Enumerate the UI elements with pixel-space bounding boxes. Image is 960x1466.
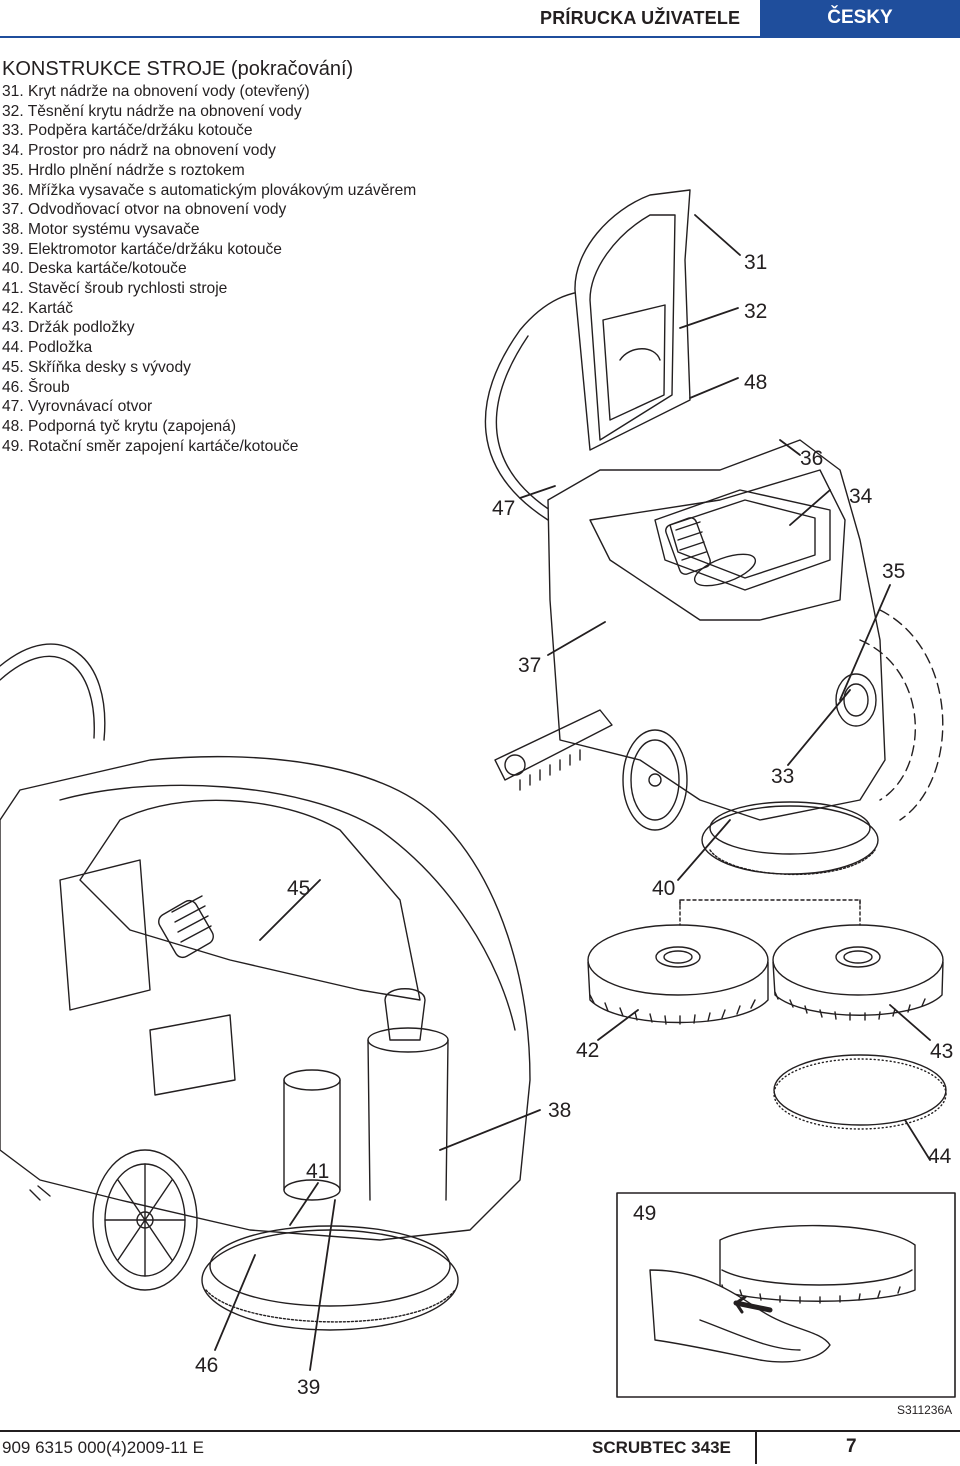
callout-31: 31 [744,251,767,274]
callout-33: 33 [771,765,794,788]
callout-37: 37 [518,654,541,677]
inset-49-drawing [616,1192,956,1398]
footer-rule [0,1430,960,1466]
footer-doc-number: 909 6315 000(4)2009-11 E [2,1438,204,1457]
callout-45: 45 [287,877,310,900]
parts-list-item: 42. Kartáč [2,299,74,317]
callout-48: 48 [744,371,767,394]
parts-list-item: 47. Vyrovnávací otvor [2,398,153,416]
parts-list-item: 49. Rotační směr zapojení kartáče/kotouč… [2,437,299,455]
callout-39: 39 [297,1376,320,1399]
parts-list-item: 38. Motor systému vysavače [2,220,200,238]
callout-46: 46 [195,1354,218,1377]
parts-list: 31. Kryt nádrže na obnovení vody (otevře… [2,82,416,456]
parts-list-item: 46. Šroub [2,378,70,396]
callout-44: 44 [928,1145,952,1168]
parts-list-item: 39. Elektromotor kartáče/držáku kotouče [2,240,282,258]
language-badge: ČESKY [760,0,960,36]
parts-list-item: 31. Kryt nádrže na obnovení vody (otevře… [2,83,310,100]
parts-list-item: 44. Podložka [2,339,93,357]
callout-34: 34 [849,485,873,508]
parts-list-item: 45. Skříňka desky s vývody [2,358,191,376]
parts-list-item: 35. Hrdlo plnění nádrže s roztokem [2,161,245,179]
parts-list-item: 48. Podporná tyč krytu (zapojená) [2,417,237,435]
upper-machine-drawing [480,189,944,876]
callout-41: 41 [306,1160,329,1183]
parts-list-item: 32. Těsnění krytu nádrže na obnovení vod… [2,102,302,120]
parts-list-item: 33. Podpěra kartáče/držáku kotouče [2,122,253,140]
parts-list-item: 34. Prostor pro nádrž na obnovení vody [2,142,276,160]
lower-machine-drawing [0,643,531,1331]
callouts: 31 32 48 36 34 47 35 37 33 45 40 42 43 3… [195,251,953,1399]
callout-35: 35 [882,560,905,583]
page-number: 7 [846,1436,857,1457]
section-title: KONSTRUKCE STROJE (pokračování) [2,58,354,80]
callout-49: 49 [633,1202,656,1225]
header-title: PRÍRUCKA UŽIVATELE [540,8,741,28]
leader-lines [214,214,931,1371]
callout-36: 36 [800,447,823,470]
callout-43: 43 [930,1040,953,1063]
callout-40: 40 [652,877,675,900]
parts-list-item: 37. Odvodňovací otvor na obnovení vody [2,201,287,219]
callout-32: 32 [744,300,767,323]
header-rule [0,36,960,38]
parts-list-item: 40. Deska kartáče/kotouče [2,260,187,278]
machine-illustration: 31 32 48 36 34 47 35 37 33 45 40 42 43 3… [0,189,956,1399]
parts-list-item: 41. Stavěcí šroub rychlosti stroje [2,280,228,298]
brush-pad-detail [587,899,947,1130]
parts-list-item: 36. Mřížka vysavače s automatickým plová… [2,181,417,199]
parts-list-item: 43. Držák podložky [2,319,135,337]
callout-47: 47 [492,497,515,520]
figure-code: S311236A [897,1403,953,1417]
footer-divider [755,1432,757,1464]
footer-model: SCRUBTEC 343E [592,1438,731,1457]
callout-38: 38 [548,1099,571,1122]
callout-42: 42 [576,1039,599,1062]
